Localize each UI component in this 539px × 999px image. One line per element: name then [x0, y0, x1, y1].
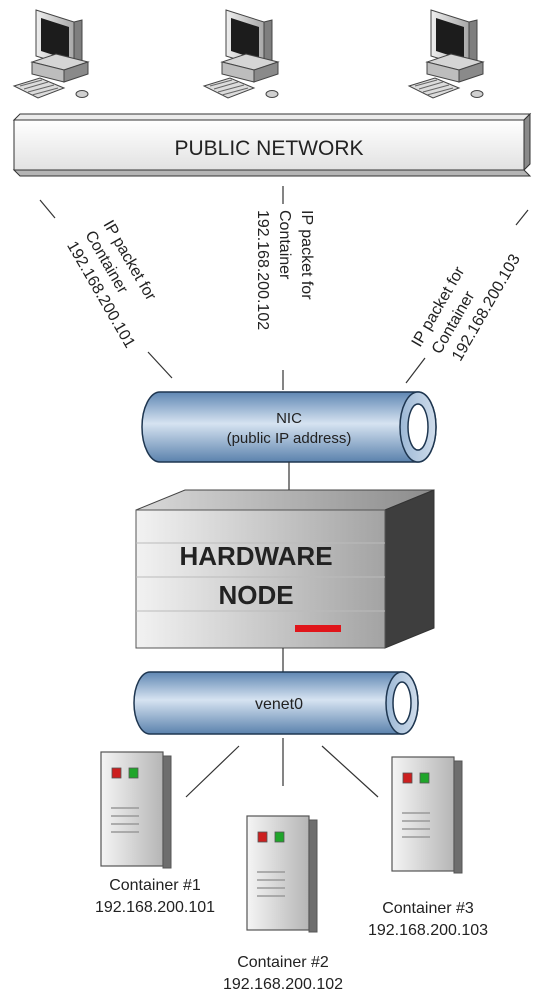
svg-text:192.168.200.101: 192.168.200.101 [95, 899, 215, 916]
venet-pipe: venet0 [133, 671, 419, 735]
svg-text:192.168.200.102: 192.168.200.102 [223, 976, 343, 993]
svg-text:Container #3: Container #3 [382, 900, 474, 917]
container-1-label: Container #1 192.168.200.101 [95, 877, 215, 916]
venet-label: venet0 [255, 696, 303, 713]
node-indicator-light [295, 625, 341, 632]
hardware-node-box: HARDWARE NODE [135, 489, 435, 649]
network-to-nic-lines [39, 186, 529, 390]
container-3-server-icon [391, 756, 463, 874]
public-network-bar: PUBLIC NETWORK [12, 112, 532, 177]
venet-to-container-lines [185, 738, 379, 798]
svg-text:192.168.200.102: 192.168.200.102 [254, 210, 271, 330]
hardware-node-label: HARDWARE [179, 541, 332, 571]
svg-text:192.168.200.103: 192.168.200.103 [368, 922, 488, 939]
workstation-2-icon [203, 9, 279, 99]
public-network-label: PUBLIC NETWORK [174, 137, 363, 160]
hardware-node-sublabel: NODE [218, 580, 293, 610]
svg-text:Container #1: Container #1 [109, 877, 201, 894]
workstation-1-icon [13, 9, 89, 99]
nic-label: NIC [276, 410, 302, 427]
svg-text:IP packet for: IP packet for [298, 210, 315, 300]
container-1-server-icon [100, 751, 172, 869]
container-2-server-icon [246, 815, 318, 933]
nic-sublabel: (public IP address) [227, 430, 352, 447]
container-2-label: Container #2 192.168.200.102 [223, 954, 343, 993]
packet-label-2: 192.168.200.102 Container IP packet for [254, 210, 315, 330]
nic-pipe: NIC (public IP address) [141, 391, 437, 463]
svg-text:Container #2: Container #2 [237, 954, 329, 971]
svg-text:Container: Container [276, 210, 293, 280]
packet-label-1: IP packet for Container 192.168.200.101 [63, 218, 159, 352]
workstation-3-icon [408, 9, 484, 99]
packet-label-3: IP packet for Container 192.168.200.103 [409, 251, 524, 364]
container-3-label: Container #3 192.168.200.103 [368, 900, 488, 939]
